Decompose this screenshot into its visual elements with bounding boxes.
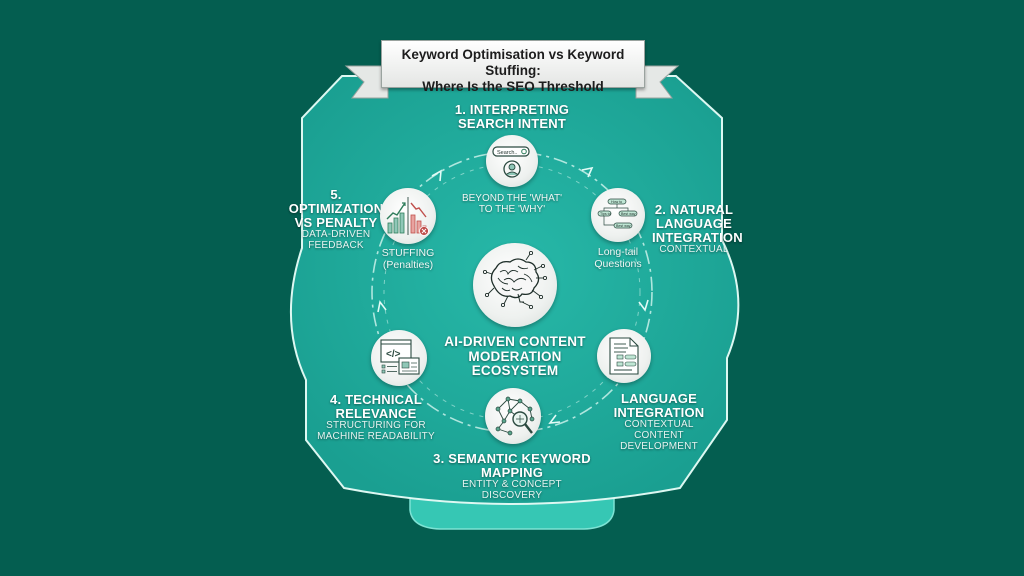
- step1-heading: 1. INTERPRETING SEARCH INTENT: [452, 102, 572, 132]
- step2-caption: Long-tail Questions: [578, 246, 658, 270]
- center-label-line2: MODERATION ECOSYSTEM: [468, 348, 562, 379]
- step1-heading-line1: 1. INTERPRETING: [454, 102, 570, 117]
- step3-subtitle: ENTITY & CONCEPT DISCOVERY: [462, 479, 562, 501]
- step2-caption-line2: Questions: [594, 257, 642, 270]
- step5-heading-line1: 5.: [330, 187, 342, 202]
- svg-text:How to: How to: [611, 200, 622, 204]
- step4-subtitle-line2: MACHINE READABILITY: [317, 430, 435, 442]
- step2b-subtitle-line2: DEVELOPMENT: [620, 440, 698, 452]
- step1-heading-line2: SEARCH INTENT: [457, 116, 567, 132]
- search-user-icon: Search..: [486, 135, 538, 187]
- title-line-1: Keyword Optimisation vs Keyword Stuffing…: [401, 47, 625, 78]
- step2-heading-line2: LANGUAGE: [656, 216, 732, 232]
- step5-heading-line2: OPTIMIZATION: [288, 201, 384, 217]
- step3-heading-line1: 3. SEMANTIC KEYWORD: [433, 451, 591, 466]
- step4-subtitle-line1: STRUCTURING FOR: [326, 420, 426, 432]
- svg-text:Best way: Best way: [616, 224, 631, 228]
- title-line-2: Where Is the SEO Threshold: [422, 79, 604, 94]
- step2-heading: 2. NATURAL LANGUAGE INTEGRATION CONTEXTU…: [652, 202, 743, 256]
- step5-caption-line2: (Penalties): [382, 258, 434, 271]
- step2b-heading: LANGUAGE INTEGRATION CONTEXTUAL CONTENT …: [604, 391, 714, 452]
- step1-caption-line1: BEYOND THE 'WHAT': [461, 193, 563, 204]
- step4-heading-line1: 4. TECHNICAL: [330, 392, 422, 407]
- step5-caption: STUFFING (Penalties): [376, 247, 440, 271]
- svg-text:</>: </>: [386, 349, 401, 360]
- step5-subtitle-line2: FEEDBACK: [308, 239, 364, 251]
- step1-caption-line2: TO THE 'WHY': [478, 204, 546, 215]
- step2-heading-line1: 2. NATURAL: [654, 202, 734, 217]
- brain-circuit-icon: [473, 243, 557, 327]
- flowchart-icon: How to Tips to Best way Best way: [591, 188, 645, 242]
- title-banner: Keyword Optimisation vs Keyword Stuffing…: [381, 40, 645, 94]
- step5-heading-line3: VS PENALTY: [294, 215, 378, 231]
- step3-heading-line2: MAPPING: [480, 465, 544, 481]
- step5-heading: 5. OPTIMIZATION VS PENALTY DATA-DRIVEN F…: [288, 187, 384, 252]
- step2b-subtitle-line1: CONTEXTUAL CONTENT: [624, 419, 694, 441]
- center-label: AI-DRIVEN CONTENT MODERATION ECOSYSTEM: [440, 334, 590, 379]
- step2-subtitle: CONTEXTUAL: [659, 244, 729, 256]
- step1-caption: BEYOND THE 'WHAT' TO THE 'WHY': [452, 193, 572, 215]
- step2b-heading-line1: LANGUAGE: [621, 391, 697, 406]
- document-structure-icon: [597, 329, 651, 383]
- step4-heading: 4. TECHNICAL RELEVANCE STRUCTURING FOR M…: [316, 392, 436, 443]
- code-window-icon: </>: [371, 330, 427, 386]
- svg-text:Tips to: Tips to: [600, 212, 611, 216]
- step4-heading-line2: RELEVANCE: [335, 406, 417, 422]
- step5-caption-line1: STUFFING: [381, 247, 435, 259]
- network-magnifier-icon: [485, 388, 541, 444]
- step3-heading: 3. SEMANTIC KEYWORD MAPPING ENTITY & CON…: [432, 451, 592, 502]
- step2-caption-line1: Long-tail: [597, 246, 639, 258]
- step2b-heading-line2: INTEGRATION: [613, 405, 705, 421]
- center-label-line1: AI-DRIVEN CONTENT: [444, 334, 586, 349]
- svg-text:Best way: Best way: [621, 212, 636, 216]
- growth-vs-decline-chart-icon: [380, 188, 436, 244]
- step5-subtitle-line1: DATA-DRIVEN: [301, 229, 371, 241]
- svg-text:Search..: Search..: [497, 150, 518, 156]
- step2-heading-line3: INTEGRATION: [652, 230, 743, 246]
